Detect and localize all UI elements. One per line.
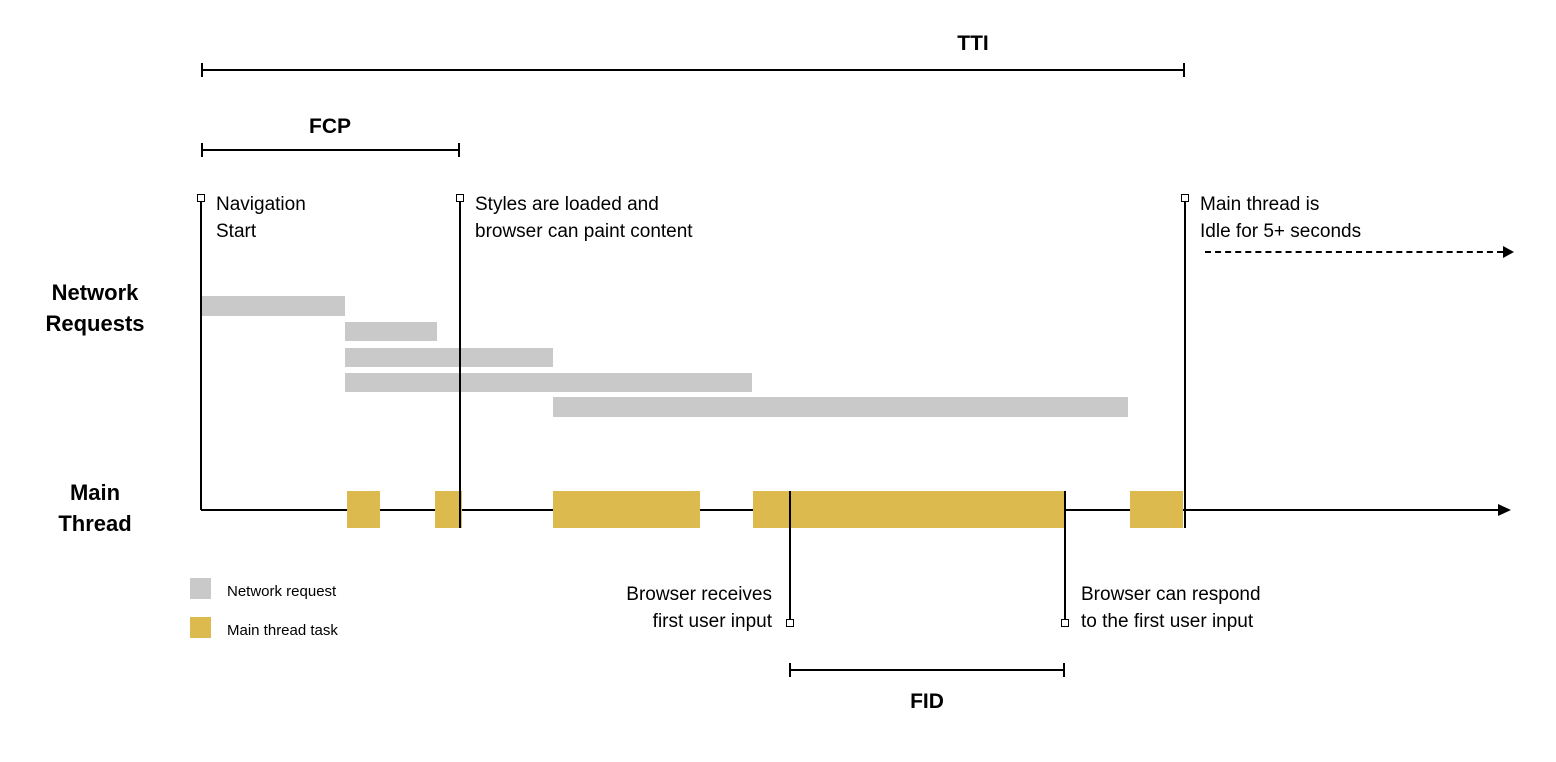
navigation-start-note-line2: Start bbox=[216, 221, 257, 242]
respond-input-note-line2: to the first user input bbox=[1081, 611, 1254, 632]
tti-bracket-right-tick bbox=[1183, 63, 1185, 77]
network-requests-row-label-line2: Requests bbox=[45, 311, 145, 336]
navigation-start-note: Navigation Start bbox=[216, 191, 306, 245]
fcp-bracket-right-tick bbox=[458, 143, 460, 157]
main-thread-task-bar bbox=[553, 491, 700, 528]
legend-task-swatch bbox=[190, 617, 211, 638]
main-thread-row-label: Main Thread bbox=[30, 477, 160, 539]
main-thread-axis-arrowhead-icon bbox=[1498, 504, 1511, 516]
tti-bracket-line bbox=[201, 69, 1185, 71]
tti-label: TTI bbox=[957, 32, 989, 55]
styles-loaded-note-line2: browser can paint content bbox=[475, 221, 693, 242]
network-request-bar bbox=[553, 397, 1128, 417]
main-thread-task-bar bbox=[347, 491, 380, 528]
fid-bracket-right-tick bbox=[1063, 663, 1065, 677]
fcp-bracket bbox=[201, 143, 460, 157]
main-idle-line bbox=[1184, 197, 1186, 528]
network-request-bar bbox=[345, 322, 437, 341]
main-idle-note-line1: Main thread is bbox=[1200, 194, 1320, 215]
first-input-note-line1: Browser receives bbox=[626, 584, 772, 605]
first-input-marker bbox=[786, 619, 794, 627]
main-thread-task-bar bbox=[435, 491, 462, 528]
network-request-bar bbox=[201, 296, 345, 316]
styles-loaded-note-line1: Styles are loaded and bbox=[475, 194, 659, 215]
first-input-line bbox=[789, 491, 791, 622]
navigation-start-marker bbox=[197, 194, 205, 202]
main-thread-task-bar bbox=[753, 491, 1065, 528]
idle-dashed-arrow bbox=[1205, 251, 1503, 253]
main-thread-row-label-line1: Main bbox=[69, 480, 121, 505]
main-idle-marker bbox=[1181, 194, 1189, 202]
main-thread-task-bar bbox=[1130, 491, 1183, 528]
fid-label: FID bbox=[910, 690, 944, 713]
navigation-start-line bbox=[200, 197, 202, 510]
legend-task-label: Main thread task bbox=[227, 622, 338, 639]
respond-input-marker bbox=[1061, 619, 1069, 627]
fcp-bracket-line bbox=[201, 149, 460, 151]
fcp-label: FCP bbox=[309, 115, 351, 138]
main-idle-note-line2: Idle for 5+ seconds bbox=[1200, 221, 1362, 242]
first-input-note: Browser receives first user input bbox=[626, 581, 772, 635]
styles-loaded-line bbox=[459, 197, 461, 528]
respond-input-note: Browser can respond to the first user in… bbox=[1081, 581, 1261, 635]
respond-input-line bbox=[1064, 491, 1066, 622]
styles-loaded-note: Styles are loaded and browser can paint … bbox=[475, 191, 693, 245]
fid-bracket bbox=[789, 663, 1065, 677]
tti-bracket bbox=[201, 63, 1185, 77]
network-requests-row-label-line1: Network bbox=[51, 280, 139, 305]
legend-network-label: Network request bbox=[227, 583, 337, 600]
navigation-start-note-line1: Navigation bbox=[216, 194, 306, 215]
first-input-note-line2: first user input bbox=[652, 611, 772, 632]
network-request-bar bbox=[345, 348, 553, 367]
styles-loaded-marker bbox=[456, 194, 464, 202]
respond-input-note-line1: Browser can respond bbox=[1081, 584, 1261, 605]
fid-bracket-line bbox=[789, 669, 1065, 671]
main-idle-note: Main thread is Idle for 5+ seconds bbox=[1200, 191, 1361, 245]
legend-network-swatch bbox=[190, 578, 211, 599]
network-request-bar bbox=[345, 373, 752, 392]
main-thread-row-label-line2: Thread bbox=[58, 511, 132, 536]
idle-dashed-arrowhead-icon bbox=[1503, 246, 1514, 258]
network-requests-row-label: Network Requests bbox=[30, 277, 160, 339]
